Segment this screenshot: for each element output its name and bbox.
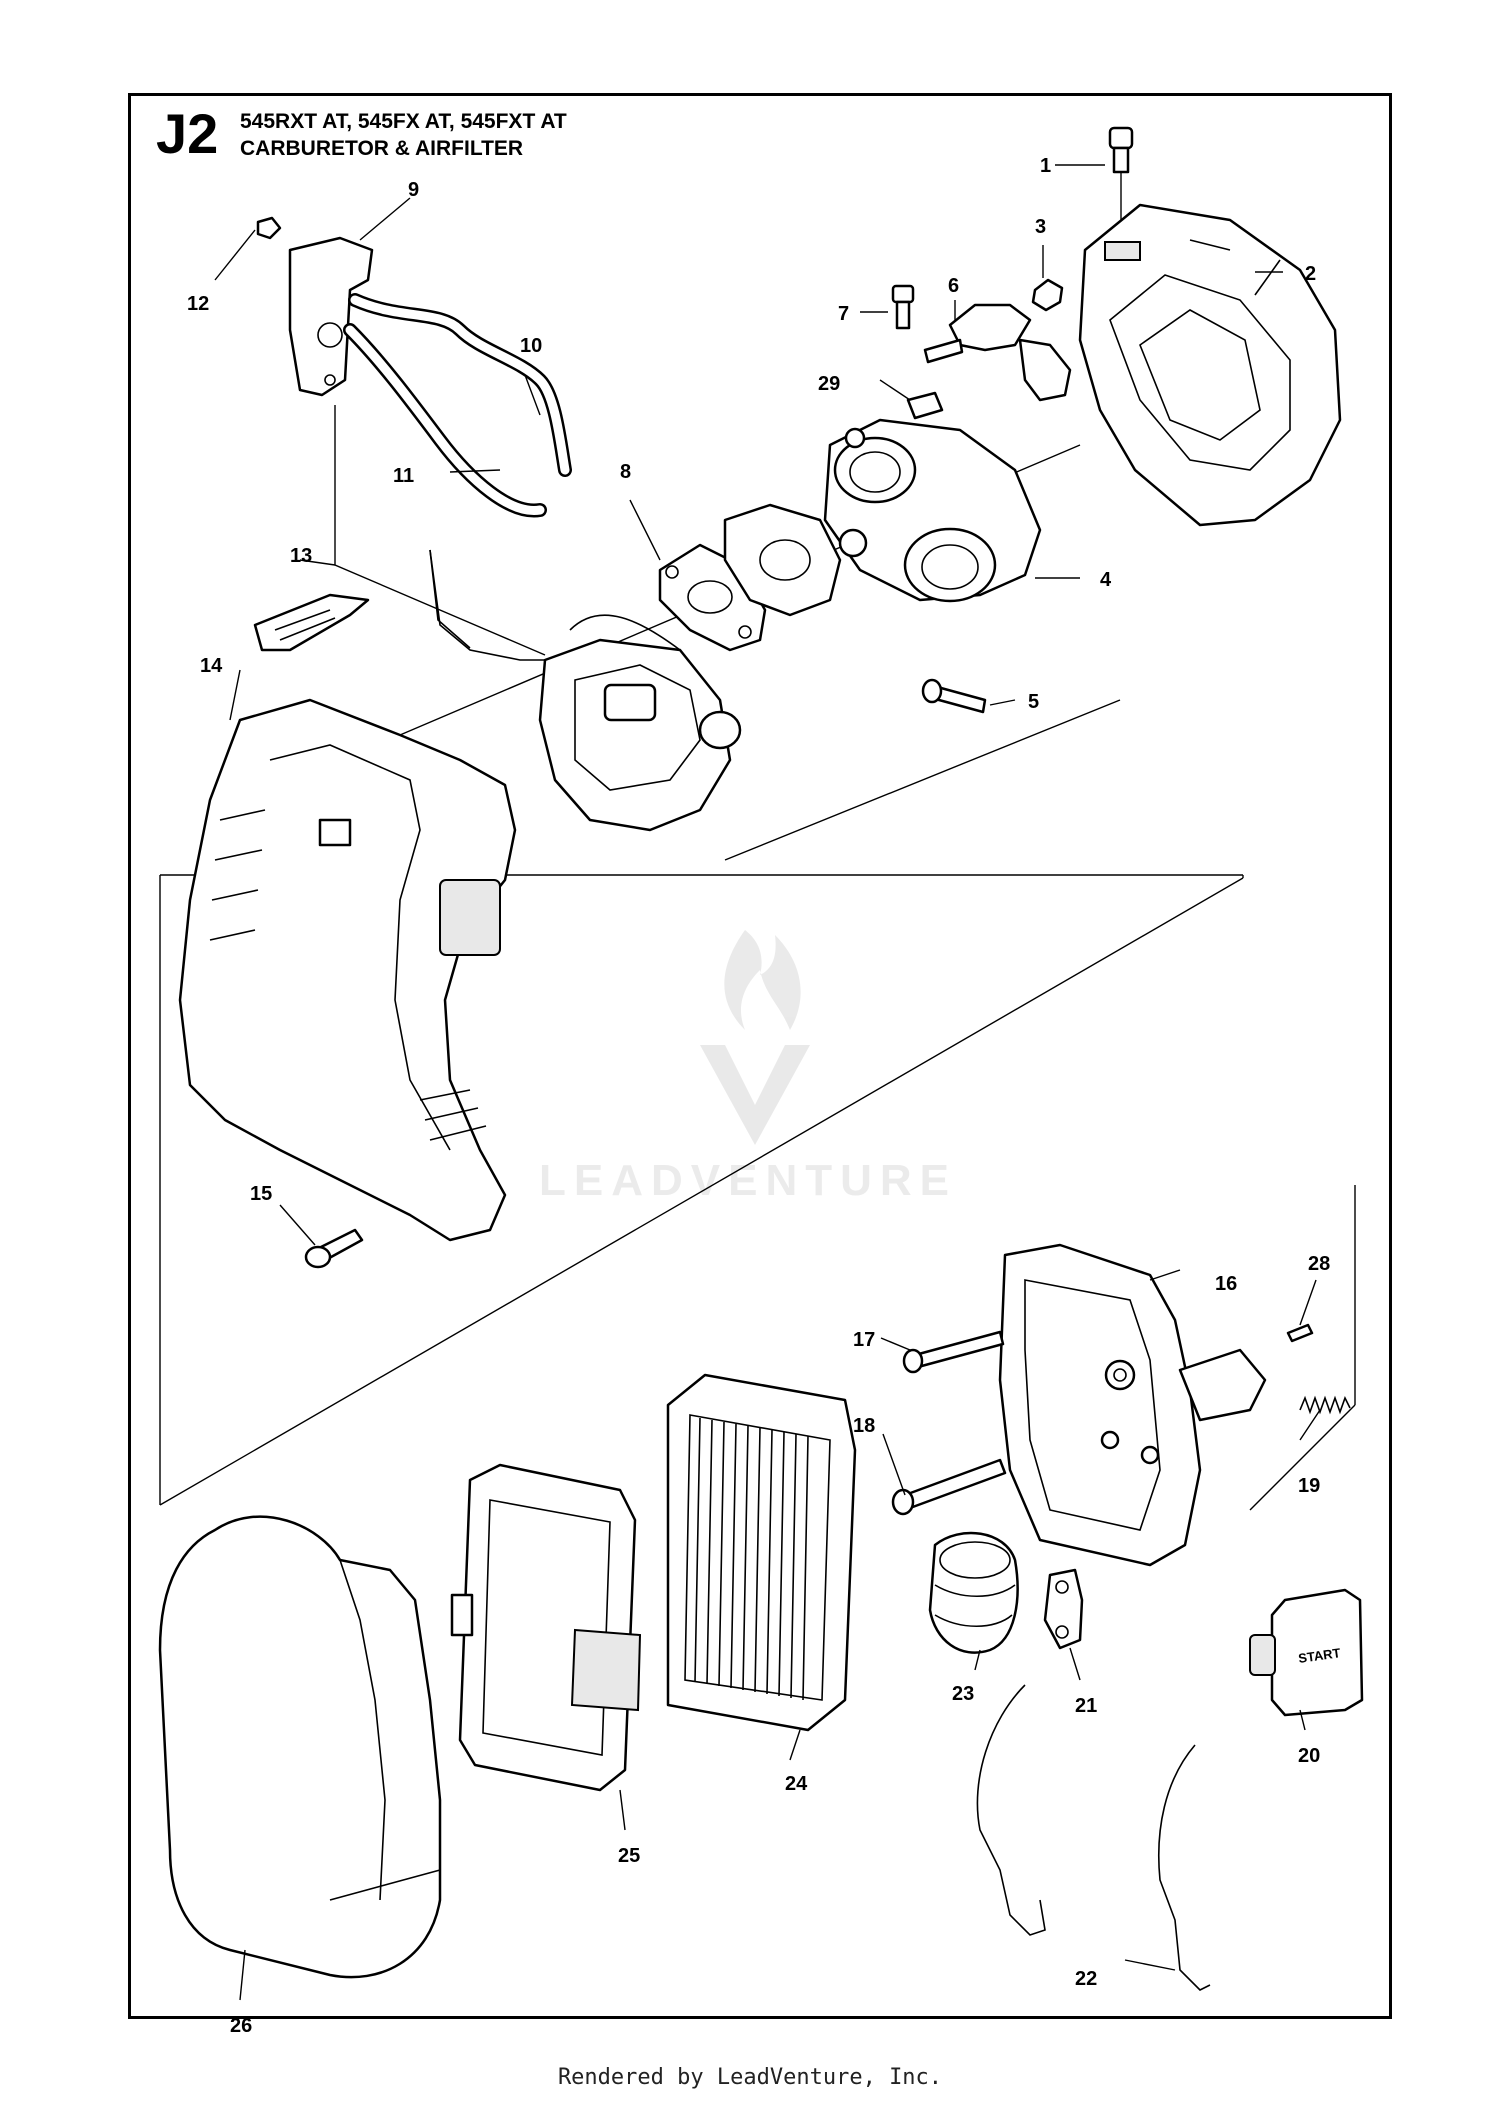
start-button-label: START bbox=[1297, 1645, 1341, 1666]
part-25-filter-frame bbox=[450, 1463, 642, 1792]
part-29-washer bbox=[906, 391, 944, 420]
callout-3: 3 bbox=[1035, 216, 1046, 238]
part-13-choke-rod bbox=[429, 549, 681, 651]
callout-28: 28 bbox=[1308, 1253, 1330, 1275]
callout-10: 10 bbox=[520, 335, 542, 357]
part-5-screw bbox=[921, 678, 987, 714]
callout-25: 25 bbox=[618, 1845, 640, 1867]
part-11-hose bbox=[343, 323, 547, 518]
callout-13: 13 bbox=[290, 545, 312, 567]
callout-6: 6 bbox=[948, 275, 959, 297]
part-20-start-button: START bbox=[1249, 1588, 1364, 1717]
callout-22: 22 bbox=[1075, 1968, 1097, 1990]
callout-29: 29 bbox=[818, 373, 840, 395]
callout-18: 18 bbox=[853, 1415, 875, 1437]
callout-21: 21 bbox=[1075, 1695, 1097, 1717]
part-15-screw bbox=[304, 1228, 364, 1269]
part-2-housing bbox=[1078, 203, 1342, 527]
callout-11: 11 bbox=[393, 465, 414, 487]
callout-7: 7 bbox=[838, 303, 849, 325]
callout-1: 1 bbox=[1040, 155, 1051, 177]
part-9-bracket bbox=[288, 236, 374, 397]
part-3-nut bbox=[1031, 278, 1064, 312]
watermark-logo: LEADVENTURE bbox=[539, 930, 957, 1205]
callout-14: 14 bbox=[200, 655, 223, 677]
callout-16: 16 bbox=[1215, 1273, 1237, 1295]
callout-20: 20 bbox=[1298, 1745, 1320, 1767]
part-18-screw bbox=[891, 1458, 1007, 1516]
part-24-pleated-filter bbox=[666, 1373, 857, 1732]
callout-17: 17 bbox=[853, 1329, 875, 1351]
part-26-filter-cover bbox=[158, 1515, 442, 1979]
part-23-intake-boot bbox=[928, 1531, 1019, 1654]
callout-15: 15 bbox=[250, 1183, 272, 1205]
part-28-screw bbox=[1286, 1323, 1314, 1343]
callout-12: 12 bbox=[187, 293, 209, 315]
part-4-intake-flange bbox=[823, 418, 1042, 603]
leader-lines bbox=[214, 164, 1321, 2001]
diagram-frame bbox=[128, 93, 1392, 2019]
callout-26: 26 bbox=[230, 2015, 252, 2037]
callout-9: 9 bbox=[408, 179, 419, 201]
callout-2: 2 bbox=[1305, 263, 1316, 285]
part-21-bracket bbox=[1043, 1568, 1084, 1650]
part-22-seal-wire bbox=[976, 1684, 1211, 1991]
callout-23: 23 bbox=[952, 1683, 974, 1705]
section-title: CARBURETOR & AIRFILTER bbox=[240, 137, 524, 160]
part-7-screw bbox=[891, 284, 915, 330]
callout-19: 19 bbox=[1298, 1475, 1320, 1497]
watermark-text: LEADVENTURE bbox=[539, 1156, 957, 1205]
part-12-clip bbox=[256, 216, 282, 240]
part-17-screw bbox=[902, 1330, 1005, 1374]
part-6-throttle-lever bbox=[923, 303, 1072, 402]
part-16-filter-housing bbox=[998, 1243, 1267, 1567]
carburetor-body bbox=[429, 549, 742, 832]
model-list: 545RXT AT, 545FX AT, 545FXT AT bbox=[240, 110, 567, 133]
callout-24: 24 bbox=[785, 1773, 808, 1795]
diagram-code: J2 bbox=[156, 102, 219, 165]
footer-credit: Rendered by LeadVenture, Inc. bbox=[557, 2065, 943, 2090]
bracket-clip bbox=[253, 593, 370, 652]
part-19-spring bbox=[1299, 1395, 1351, 1415]
insulator-plate bbox=[723, 503, 868, 617]
callout-4: 4 bbox=[1100, 569, 1112, 591]
part-10-hose bbox=[348, 293, 572, 477]
callout-labels: 1 2 3 4 5 6 7 8 9 10 11 12 13 14 15 16 1… bbox=[187, 155, 1330, 2037]
callout-5: 5 bbox=[1028, 691, 1039, 713]
part-14-carb-cover bbox=[178, 698, 517, 1242]
callout-8: 8 bbox=[620, 461, 631, 483]
